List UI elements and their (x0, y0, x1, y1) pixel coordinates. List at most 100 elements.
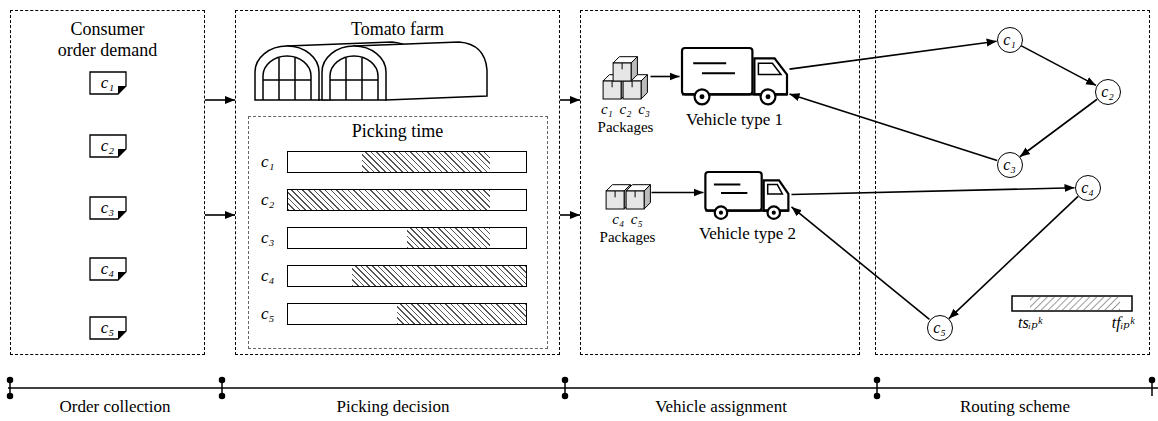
order-id: c₃ (101, 199, 114, 216)
package-box (624, 81, 642, 99)
phase-label: Picking decision (337, 397, 450, 416)
package-label: Packages (600, 228, 656, 246)
order-sheet (90, 258, 126, 280)
panel-title: Picking time (298, 121, 498, 142)
time-window-bar (1012, 296, 1132, 311)
time-mark: tfᵢₚᵏ (1112, 314, 1134, 331)
vehicle-hub (719, 210, 723, 214)
package-box (642, 74, 648, 98)
order-id: c₂ (101, 137, 114, 154)
order-id: c₅ (101, 319, 114, 336)
order-fold (118, 272, 126, 280)
picking-bar: c₄ (261, 265, 527, 287)
time-window-bar (287, 189, 527, 211)
phase-label: Picking decision (337, 397, 450, 417)
package-label: c₄ c₅ (612, 210, 643, 228)
order-sheet (90, 197, 126, 219)
flow-arrow (560, 214, 580, 216)
order-fold (118, 149, 126, 157)
greenhouse-window (330, 56, 378, 100)
flow-arrow (652, 192, 704, 194)
flow-arrow (1021, 46, 1096, 86)
order-fold (118, 331, 126, 339)
vehicle-window (768, 184, 783, 193)
vehicle-label: Vehicle type 1 (686, 110, 783, 130)
package-stack: c₁ c₂ c₃Packages (598, 54, 654, 136)
picking-bar: c₂ (261, 189, 527, 211)
order-sheet (90, 72, 126, 94)
vehicle-window (758, 63, 781, 74)
flow-arrow (790, 41, 997, 69)
timeline-dot (220, 394, 225, 399)
timeline-dot (875, 394, 880, 399)
vehicle-hub (765, 94, 770, 99)
phase-label: Vehicle assignment (655, 397, 787, 416)
customer-id: c₂ (1101, 84, 1114, 100)
package-label: c₁ c₂ c₃ (601, 100, 650, 118)
greenhouse (255, 42, 487, 100)
customer-id: c₄ (1081, 180, 1094, 196)
vehicle-hub (772, 210, 776, 214)
time-window-hatch (1030, 297, 1120, 310)
time-window-bar (287, 265, 527, 287)
stage-panel: c₁ c₂ c₃PackagesVehicle type 1c₄ c₅Packa… (580, 10, 860, 355)
picking-bar: c₁ (261, 151, 527, 173)
timeline-dot (563, 378, 568, 383)
phase-label: Routing scheme (960, 397, 1070, 417)
vehicle-wheel (715, 206, 727, 218)
flow-arrow (949, 196, 1078, 318)
panel-title: Tomato farm (298, 19, 498, 40)
order-icon: c₄ (89, 257, 127, 281)
package-tape (612, 81, 613, 87)
picking-window (362, 152, 491, 172)
customer-node: c₅ (927, 315, 953, 341)
order-id: c₄ (101, 260, 114, 277)
panel-title: Consumer order demand (54, 19, 162, 60)
flow-arrow (1020, 99, 1097, 156)
order-id: c₅ (261, 303, 287, 325)
picking-window (407, 228, 490, 248)
customer-id: c₁ (1003, 32, 1016, 48)
vehicle-wheel (694, 89, 709, 104)
package-stack: c₄ c₅Packages (600, 176, 656, 246)
flow-arrow (560, 99, 580, 101)
time-mark: tfᵢₚᵏ (1112, 313, 1134, 332)
vehicle-wheel (768, 206, 780, 218)
timeline-dot (875, 378, 880, 383)
customer-node: c₄ (1075, 175, 1101, 201)
picking-window (288, 190, 490, 210)
vehicle-hub (699, 94, 704, 99)
order-icon: c₂ (89, 134, 127, 158)
package-box (607, 191, 625, 209)
picking-panel: Picking time c₁ c₂ c₃ c₄ c₅ (248, 116, 548, 349)
timeline-dot (1150, 378, 1155, 383)
order-sheet (90, 317, 126, 339)
order-icon: c₃ (89, 196, 127, 220)
vehicle-cargo (706, 172, 762, 211)
picking-bar: c₃ (261, 227, 527, 249)
flow-arrow (651, 76, 680, 78)
phase-label: Order collection (60, 397, 171, 416)
picking-window (352, 266, 526, 286)
flow-arrow (205, 99, 235, 101)
customer-node: c₃ (997, 152, 1023, 178)
picking-window (397, 304, 526, 324)
time-window-bar (287, 227, 527, 249)
order-id: c₂ (261, 189, 287, 211)
order-fold (118, 211, 126, 219)
time-window-bar (287, 151, 527, 173)
package-box (604, 81, 622, 99)
flow-arrow (792, 188, 1075, 195)
timeline-axis (8, 387, 1158, 389)
greenhouse-front (255, 46, 319, 100)
package-tape (615, 191, 616, 197)
picking-bar: c₅ (261, 303, 527, 325)
vehicle-wheel (760, 89, 775, 104)
timeline-dot (8, 378, 13, 383)
timeline-dot (220, 378, 225, 383)
package-box (627, 191, 645, 209)
package-box (645, 184, 651, 208)
